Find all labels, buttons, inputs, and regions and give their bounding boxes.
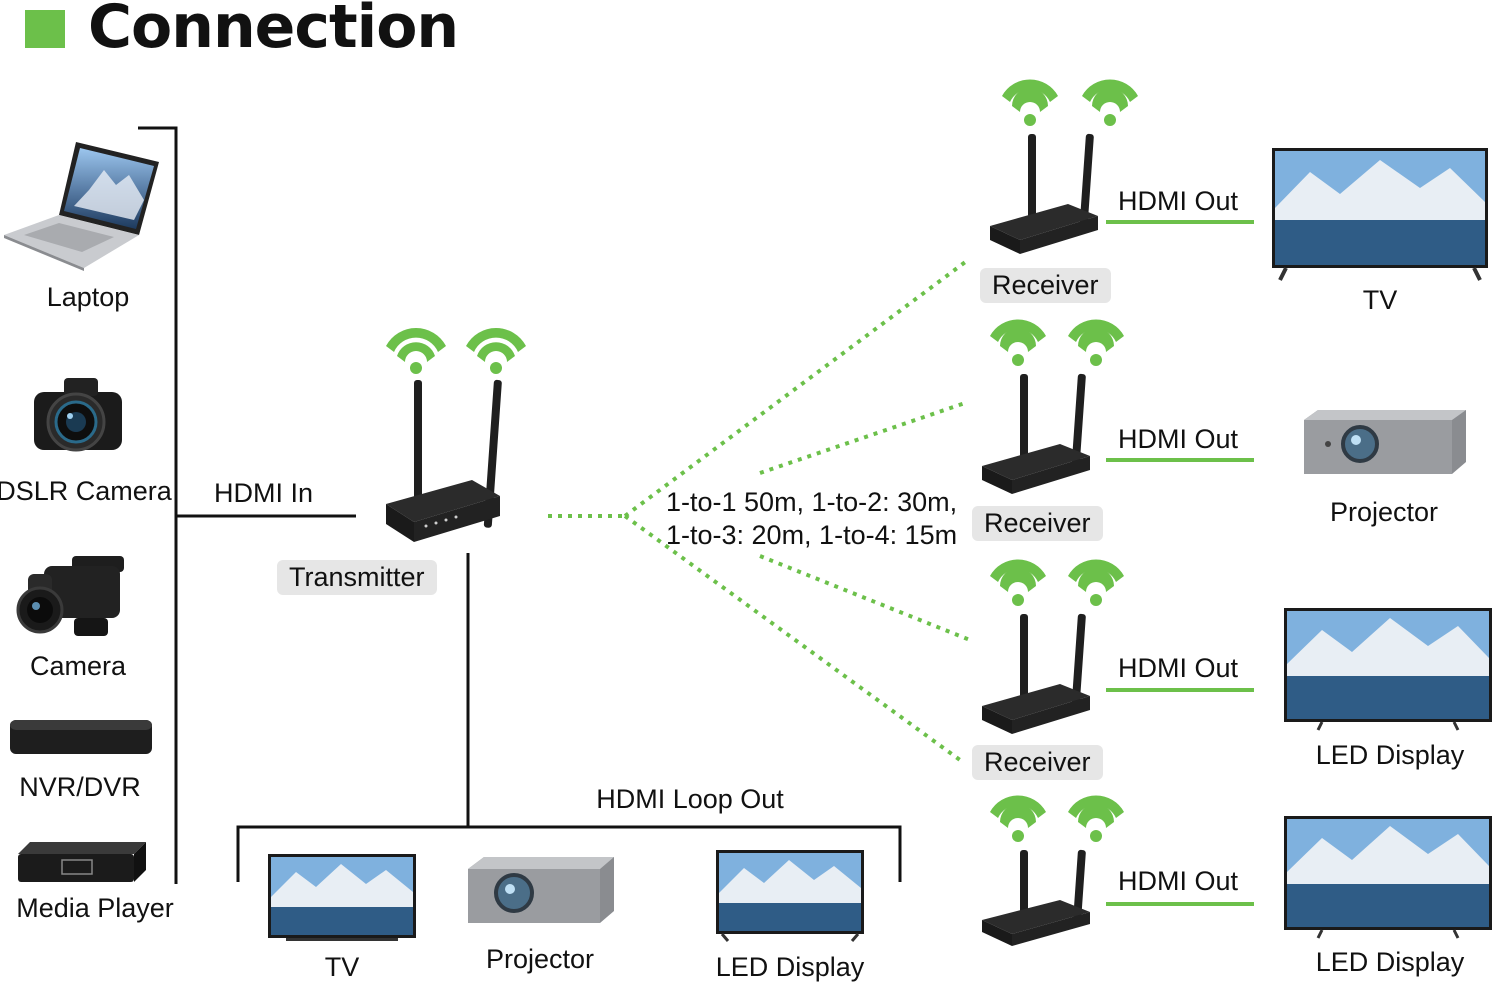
transmitter-label: Transmitter [277,560,437,595]
output-label-led-2: LED Display [1315,947,1465,977]
led-display-icon [1284,608,1492,731]
output-label-projector: Projector [1329,497,1439,527]
tv-icon [268,854,416,941]
receiver-tag-3: Receiver [972,745,1103,780]
title-accent-square [25,10,65,48]
loop-out-bracket-line [236,825,902,882]
wireless-link-receiver-3 [759,554,971,642]
loop-display-label-led: LED Display [715,952,865,982]
receiver-tag-2: Receiver [972,506,1103,541]
hdmi-loop-out-label: HDMI Loop Out [596,784,784,814]
hdmi-out-label-2: HDMI Out [1118,424,1239,454]
camcorder-icon [16,556,124,636]
source-label-nvr-dvr: NVR/DVR [19,772,141,802]
wireless-link-receiver-4 [623,514,962,762]
projector-icon [1304,410,1466,474]
source-label-camera: Camera [29,651,127,681]
projector-icon [468,857,614,923]
transmitter-icon [386,328,526,542]
receiver-icon-1 [990,79,1138,254]
output-label-led-1: LED Display [1315,740,1465,770]
receiver-icon-3 [982,559,1124,734]
dslr-camera-icon [34,378,122,452]
led-display-icon [1284,816,1492,939]
media-player-icon [18,842,146,882]
led-display-icon [716,850,864,942]
range-info: 1-to-1 50m, 1-to-2: 30m, 1-to-3: 20m, 1-… [666,486,957,552]
receiver-icon-4 [982,795,1124,946]
wireless-link-receiver-2 [759,400,969,475]
range-text-line-1: 1-to-1 50m, 1-to-2: 30m, [666,487,958,517]
tv-icon [1272,148,1488,281]
hdmi-out-label-3: HDMI Out [1118,653,1239,683]
page-title: Connection [88,0,459,62]
hdmi-in-label: HDMI In [214,478,314,508]
nvr-dvr-icon [10,720,152,754]
loop-display-label-tv: TV [324,952,360,982]
source-bracket-line [138,126,178,884]
range-text-line-2: 1-to-3: 20m, 1-to-4: 15m [666,520,958,550]
laptop-icon [4,142,159,271]
wireless-link-receiver-1 [623,258,970,518]
receiver-tag-1: Receiver [980,268,1111,303]
receiver-icon-2 [982,319,1124,494]
loop-display-label-projector: Projector [485,944,595,974]
source-label-dslr: DSLR Camera [0,476,172,506]
source-label-laptop: Laptop [46,282,130,312]
source-label-media-player: Media Player [16,893,174,923]
hdmi-out-label-4: HDMI Out [1118,866,1239,896]
hdmi-out-label-1: HDMI Out [1118,186,1239,216]
output-label-tv: TV [1362,285,1398,315]
